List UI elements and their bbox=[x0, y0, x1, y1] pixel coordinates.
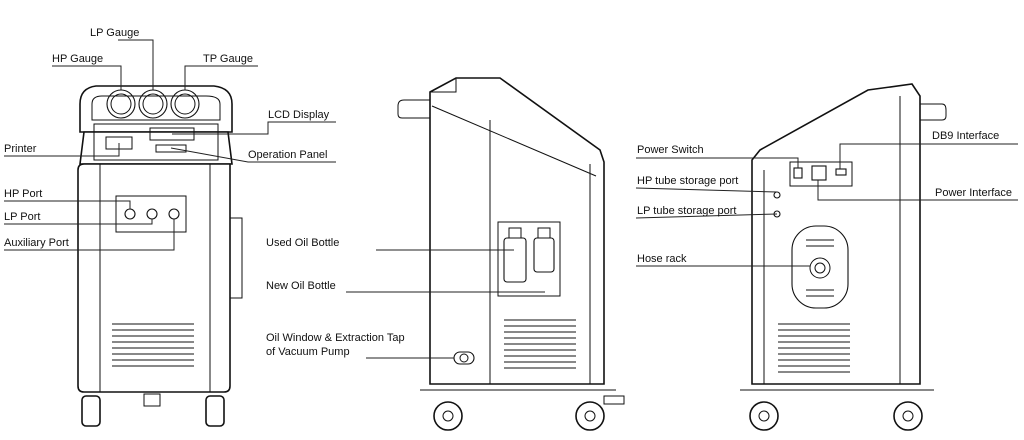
label-hp-gauge: HP Gauge bbox=[52, 53, 104, 65]
side-rear-wheel bbox=[433, 401, 463, 431]
label-power-interface: Power Interface bbox=[935, 187, 1013, 199]
label-lp-tube-storage-port: LP tube storage port bbox=[637, 205, 737, 217]
rear-vent bbox=[778, 323, 850, 373]
label-db9-interface: DB9 Interface bbox=[932, 130, 1000, 142]
rear-right-wheel bbox=[893, 401, 923, 431]
label-hose-rack: Hose rack bbox=[637, 253, 687, 265]
label-new-oil-bottle: New Oil Bottle bbox=[266, 280, 336, 292]
front-leaders bbox=[4, 39, 336, 251]
db9-interface-shape bbox=[835, 168, 847, 176]
rear-leaders bbox=[635, 143, 1018, 267]
label-hp-port: HP Port bbox=[4, 188, 43, 200]
front-left-wheel bbox=[81, 395, 101, 427]
label-oil-window-line2: of Vacuum Pump bbox=[266, 346, 350, 358]
port-block bbox=[115, 195, 187, 233]
operation-panel-keys bbox=[155, 144, 187, 153]
oil-leaders bbox=[346, 249, 545, 359]
side-front-wheel bbox=[575, 401, 605, 431]
label-tp-gauge: TP Gauge bbox=[203, 53, 253, 65]
label-lp-gauge: LP Gauge bbox=[90, 27, 140, 39]
oil-bottle-window bbox=[497, 221, 561, 297]
interface-panel bbox=[789, 161, 853, 187]
label-used-oil-bottle: Used Oil Bottle bbox=[266, 237, 340, 249]
label-operation-panel: Operation Panel bbox=[248, 149, 328, 161]
front-right-wheel bbox=[205, 395, 225, 427]
side-view-rear bbox=[740, 83, 947, 431]
label-auxiliary-port: Auxiliary Port bbox=[4, 237, 69, 249]
rear-left-wheel bbox=[749, 401, 779, 431]
label-printer: Printer bbox=[4, 143, 37, 155]
label-power-switch: Power Switch bbox=[637, 144, 704, 156]
hose-rack-shape bbox=[791, 225, 849, 309]
label-lp-port: LP Port bbox=[4, 211, 41, 223]
power-interface-shape bbox=[811, 165, 827, 181]
front-view bbox=[77, 85, 243, 427]
label-lcd-display: LCD Display bbox=[268, 109, 330, 121]
label-oil-window-line1: Oil Window & Extraction Tap bbox=[266, 332, 405, 344]
side-vent bbox=[504, 319, 576, 369]
label-hp-tube-storage-port: HP tube storage port bbox=[637, 175, 739, 187]
front-vent bbox=[112, 323, 194, 367]
side-view-oil bbox=[397, 77, 625, 431]
